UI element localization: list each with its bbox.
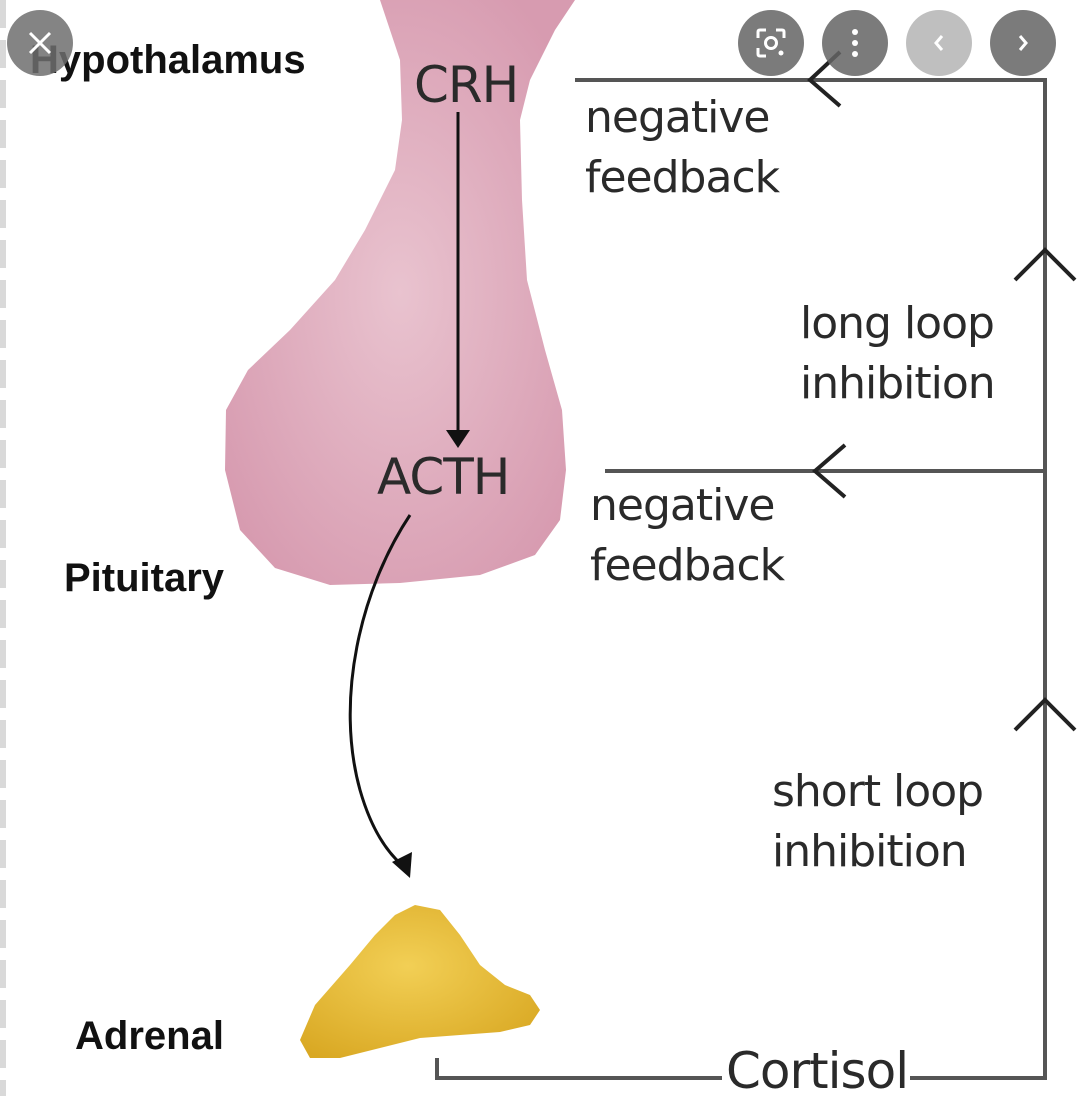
lens-search-icon — [756, 28, 786, 58]
crh-to-acth-arrowhead — [446, 430, 470, 448]
adrenal-label: Adrenal — [75, 1014, 224, 1058]
pituitary-label: Pituitary — [64, 556, 225, 600]
adrenal-gland-shape — [300, 905, 540, 1058]
lens-search-button[interactable] — [738, 10, 804, 76]
short-loop-inhibition-line1: short loop — [772, 766, 984, 817]
upper-negative-feedback-label: negative feedback — [585, 88, 780, 208]
short-loop-inhibition-label: short loop inhibition — [772, 762, 984, 882]
close-button[interactable] — [7, 10, 73, 76]
lower-negative-feedback-label: negative feedback — [590, 476, 785, 596]
long-loop-inhibition-line1: long loop — [800, 298, 995, 349]
pituitary-gland-shape — [225, 0, 575, 585]
acth-label: ACTH — [377, 448, 510, 506]
short-loop-inhibition-line2: inhibition — [772, 826, 968, 877]
short-loop-arrowhead — [1013, 697, 1077, 732]
crh-label: CRH — [414, 56, 519, 114]
lower-negative-feedback-line2: feedback — [590, 540, 785, 591]
left-edge-strip — [0, 0, 6, 1096]
more-vertical-icon — [852, 29, 858, 57]
acth-to-adrenal-arrowhead — [392, 852, 412, 878]
more-options-button[interactable] — [822, 10, 888, 76]
lower-feedback-arrowhead — [811, 443, 847, 499]
upper-negative-feedback-line2: feedback — [585, 152, 780, 203]
previous-image-button[interactable] — [906, 10, 972, 76]
hypothalamus-label: Hypothalamus — [30, 38, 306, 82]
upper-negative-feedback-line1: negative — [585, 92, 770, 143]
next-image-button[interactable] — [990, 10, 1056, 76]
cortisol-return-line — [435, 1058, 722, 1080]
long-loop-inhibition-line2: inhibition — [800, 358, 996, 409]
acth-to-adrenal-arrow-curve — [348, 514, 412, 867]
long-loop-inhibition-label: long loop inhibition — [800, 294, 996, 414]
chevron-left-icon — [934, 35, 944, 51]
long-loop-arrowhead — [1013, 247, 1077, 282]
close-icon — [28, 31, 52, 55]
chevron-right-icon — [1018, 35, 1028, 51]
cortisol-label: Cortisol — [724, 1042, 911, 1100]
lower-negative-feedback-line1: negative — [590, 480, 775, 531]
